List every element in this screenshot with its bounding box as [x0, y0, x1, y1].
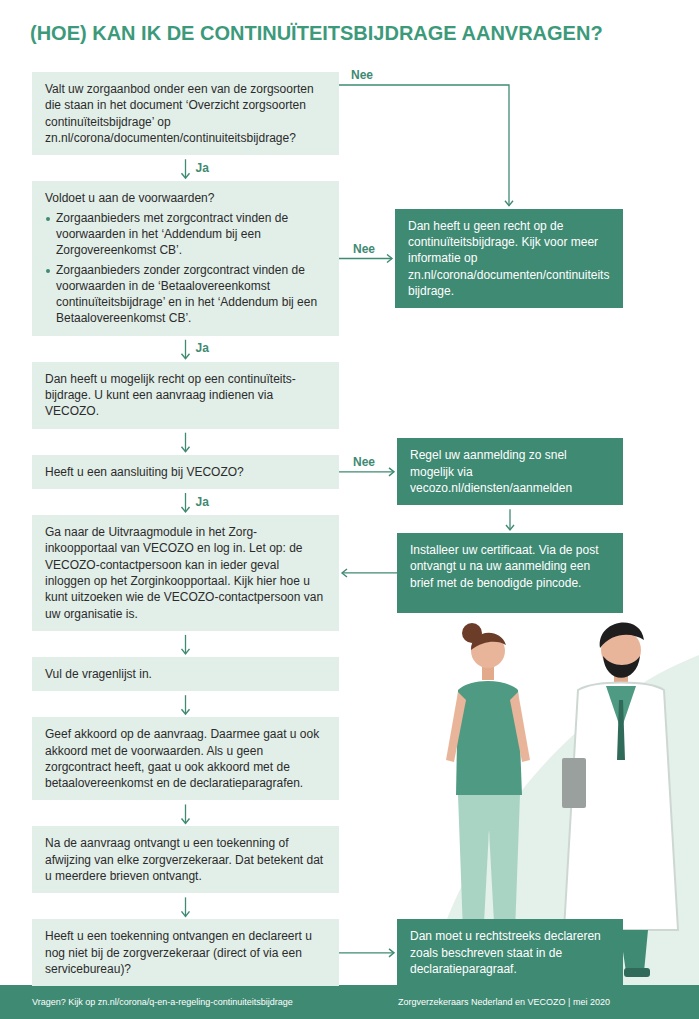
box-text: Heeft u een toekenning ontvangen en decl… [45, 928, 326, 977]
box-text: Na de aanvraag ontvangt u een toekenning… [45, 835, 326, 884]
box-text: Zorgaanbieders zonder zorgcontract vinde… [45, 262, 326, 327]
step-box: Valt uw zorgaanbod onder een van de zorg… [32, 72, 339, 155]
step-box: Dan heeft u mogelijk recht op een contin… [32, 362, 339, 429]
branch-label: Nee [353, 242, 375, 256]
box-text: Voldoet u aan de voorwaarden? [45, 190, 326, 206]
flow-arrow [185, 804, 186, 823]
branch-label: Nee [353, 455, 375, 469]
flow-arrow [185, 159, 186, 178]
step-box: Vul de vragenlijst in. [32, 657, 339, 691]
nurse-figure [446, 623, 530, 968]
result-box: Installeer uw certificaat. Via de post o… [397, 533, 623, 613]
flow-arrow [185, 897, 186, 916]
box-text: Heeft u een aansluiting bij VECOZO? [45, 464, 326, 480]
flow-arrow [185, 635, 186, 654]
box-text: Installeer uw certificaat. Via de post o… [410, 542, 610, 591]
box-text: Zorgaanbieders met zorgcontract vinden d… [45, 210, 326, 259]
branch-label: Ja [196, 495, 209, 509]
step-box: Heeft u een aansluiting bij VECOZO? [32, 455, 339, 489]
result-box: Dan moet u rechtstreeks declareren zoals… [397, 919, 623, 986]
flow-arrow [339, 952, 394, 953]
step-box: Ga naar de Uitvraagmodule in het Zorg-in… [32, 515, 339, 631]
footer-text: Zorgverzekeraars Nederland en VECOZO | m… [398, 997, 610, 1007]
branch-label: Nee [351, 68, 373, 82]
box-text: Dan moet u rechtstreeks declareren zoals… [410, 928, 610, 977]
footer-band [0, 985, 699, 1019]
step-box: Geef akkoord op de aanvraag. Daarmee gaa… [32, 717, 339, 800]
branch-label: Ja [196, 341, 209, 355]
footer-text: Vragen? Kijk op zn.nl/corona/q-en-a-rege… [32, 997, 293, 1007]
flow-arrow [185, 695, 186, 714]
step-box: Na de aanvraag ontvangt u een toekenning… [32, 826, 339, 893]
flow-arrow [339, 471, 394, 472]
box-text: Valt uw zorgaanbod onder een van de zorg… [45, 81, 326, 146]
flow-arrow [185, 493, 186, 512]
flow-arrow [342, 572, 397, 573]
branch-label: Ja [196, 161, 209, 175]
box-text: Dan heeft u mogelijk recht op een contin… [45, 371, 326, 420]
flow-arrow [339, 258, 392, 259]
box-text: Regel uw aanmelding zo snel mogelijk via… [410, 447, 610, 496]
flow-arrow [185, 433, 186, 452]
box-text: Ga naar de Uitvraagmodule in het Zorg-in… [45, 524, 326, 622]
box-text: Geef akkoord op de aanvraag. Daarmee gaa… [45, 726, 326, 791]
flow-arrow [509, 509, 510, 530]
step-box: Voldoet u aan de voorwaarden? Zorgaanbied… [32, 181, 339, 336]
page-title: (HOE) KAN IK DE CONTINUÏTEITSBIJDRAGE AA… [30, 22, 603, 45]
flow-arrow [339, 85, 509, 206]
flow-arrow [185, 340, 186, 359]
step-box: Heeft u een toekenning ontvangen en decl… [32, 919, 339, 986]
box-text: Dan heeft u geen recht op de continuïtei… [408, 218, 610, 300]
box-text: Vul de vragenlijst in. [45, 666, 326, 682]
result-box: Regel uw aanmelding zo snel mogelijk via… [397, 438, 623, 505]
result-box: Dan heeft u geen recht op de continuïtei… [395, 209, 623, 309]
